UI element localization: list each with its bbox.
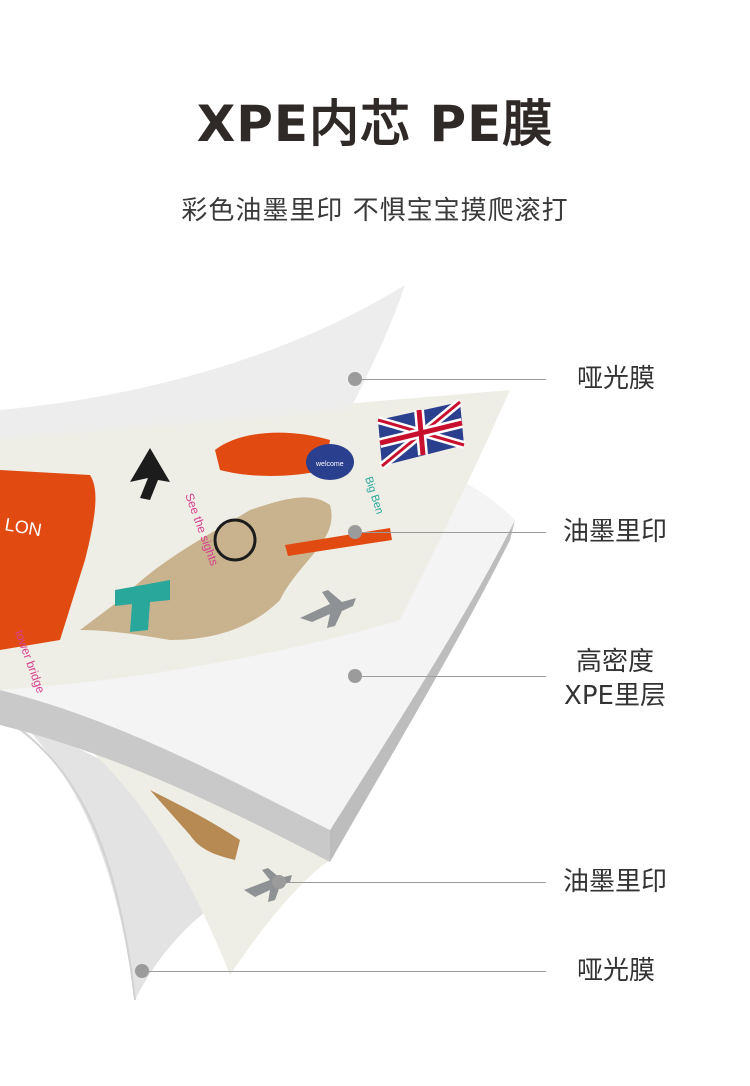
fox-shape — [215, 432, 330, 476]
bottom-print-shape — [150, 790, 240, 860]
layer-3-label-line1: 高密度 — [575, 647, 654, 677]
welcome-badge — [306, 444, 354, 480]
big-ben-shape — [285, 528, 392, 556]
xpe-core-right-edge — [330, 520, 515, 862]
plane-icon — [300, 590, 356, 628]
layer-5-label: 哑光膜 — [576, 956, 655, 986]
layer-2-dot — [348, 525, 362, 539]
layer-4-leader-line — [286, 882, 546, 883]
bottom-print-layer — [20, 690, 330, 975]
print-text-welcome: welcome — [315, 461, 344, 468]
top-matte-film — [0, 285, 405, 440]
arrow-shape — [130, 448, 170, 500]
layer-4-label: 油墨里印 — [562, 867, 667, 897]
layer-1-leader-line — [362, 379, 546, 380]
layer-3-label-line2: XPE里层 — [564, 681, 666, 711]
layer-3-dot — [348, 669, 362, 683]
layer-3-leader-line — [362, 676, 546, 677]
layer-5-dot — [135, 964, 149, 978]
bottom-matte-film-edge — [0, 714, 136, 1001]
page-title: XPE内芯 PE膜 — [196, 95, 554, 153]
london-bus-shape — [0, 470, 96, 650]
xpe-core-side — [0, 690, 330, 862]
page-subtitle: 彩色油墨里印 不惧宝宝摸爬滚打 — [181, 196, 569, 226]
bottom-matte-film — [0, 700, 250, 1000]
bottom-print-plane-icon — [244, 868, 292, 902]
layer-2-label: 油墨里印 — [562, 517, 667, 547]
layer-structure-illustration: LON See the sights tower bridge Big Ben … — [0, 285, 515, 1001]
layer-1-label: 哑光膜 — [576, 364, 655, 394]
tower-bridge-shape — [115, 580, 170, 632]
layer-4-dot — [272, 875, 286, 889]
layer-5-leader-line — [149, 971, 546, 972]
layer-1-dot — [348, 372, 362, 386]
layer-2-leader-line — [362, 532, 546, 533]
ferris-wheel-shape — [213, 518, 257, 562]
union-jack-flag — [376, 398, 466, 470]
